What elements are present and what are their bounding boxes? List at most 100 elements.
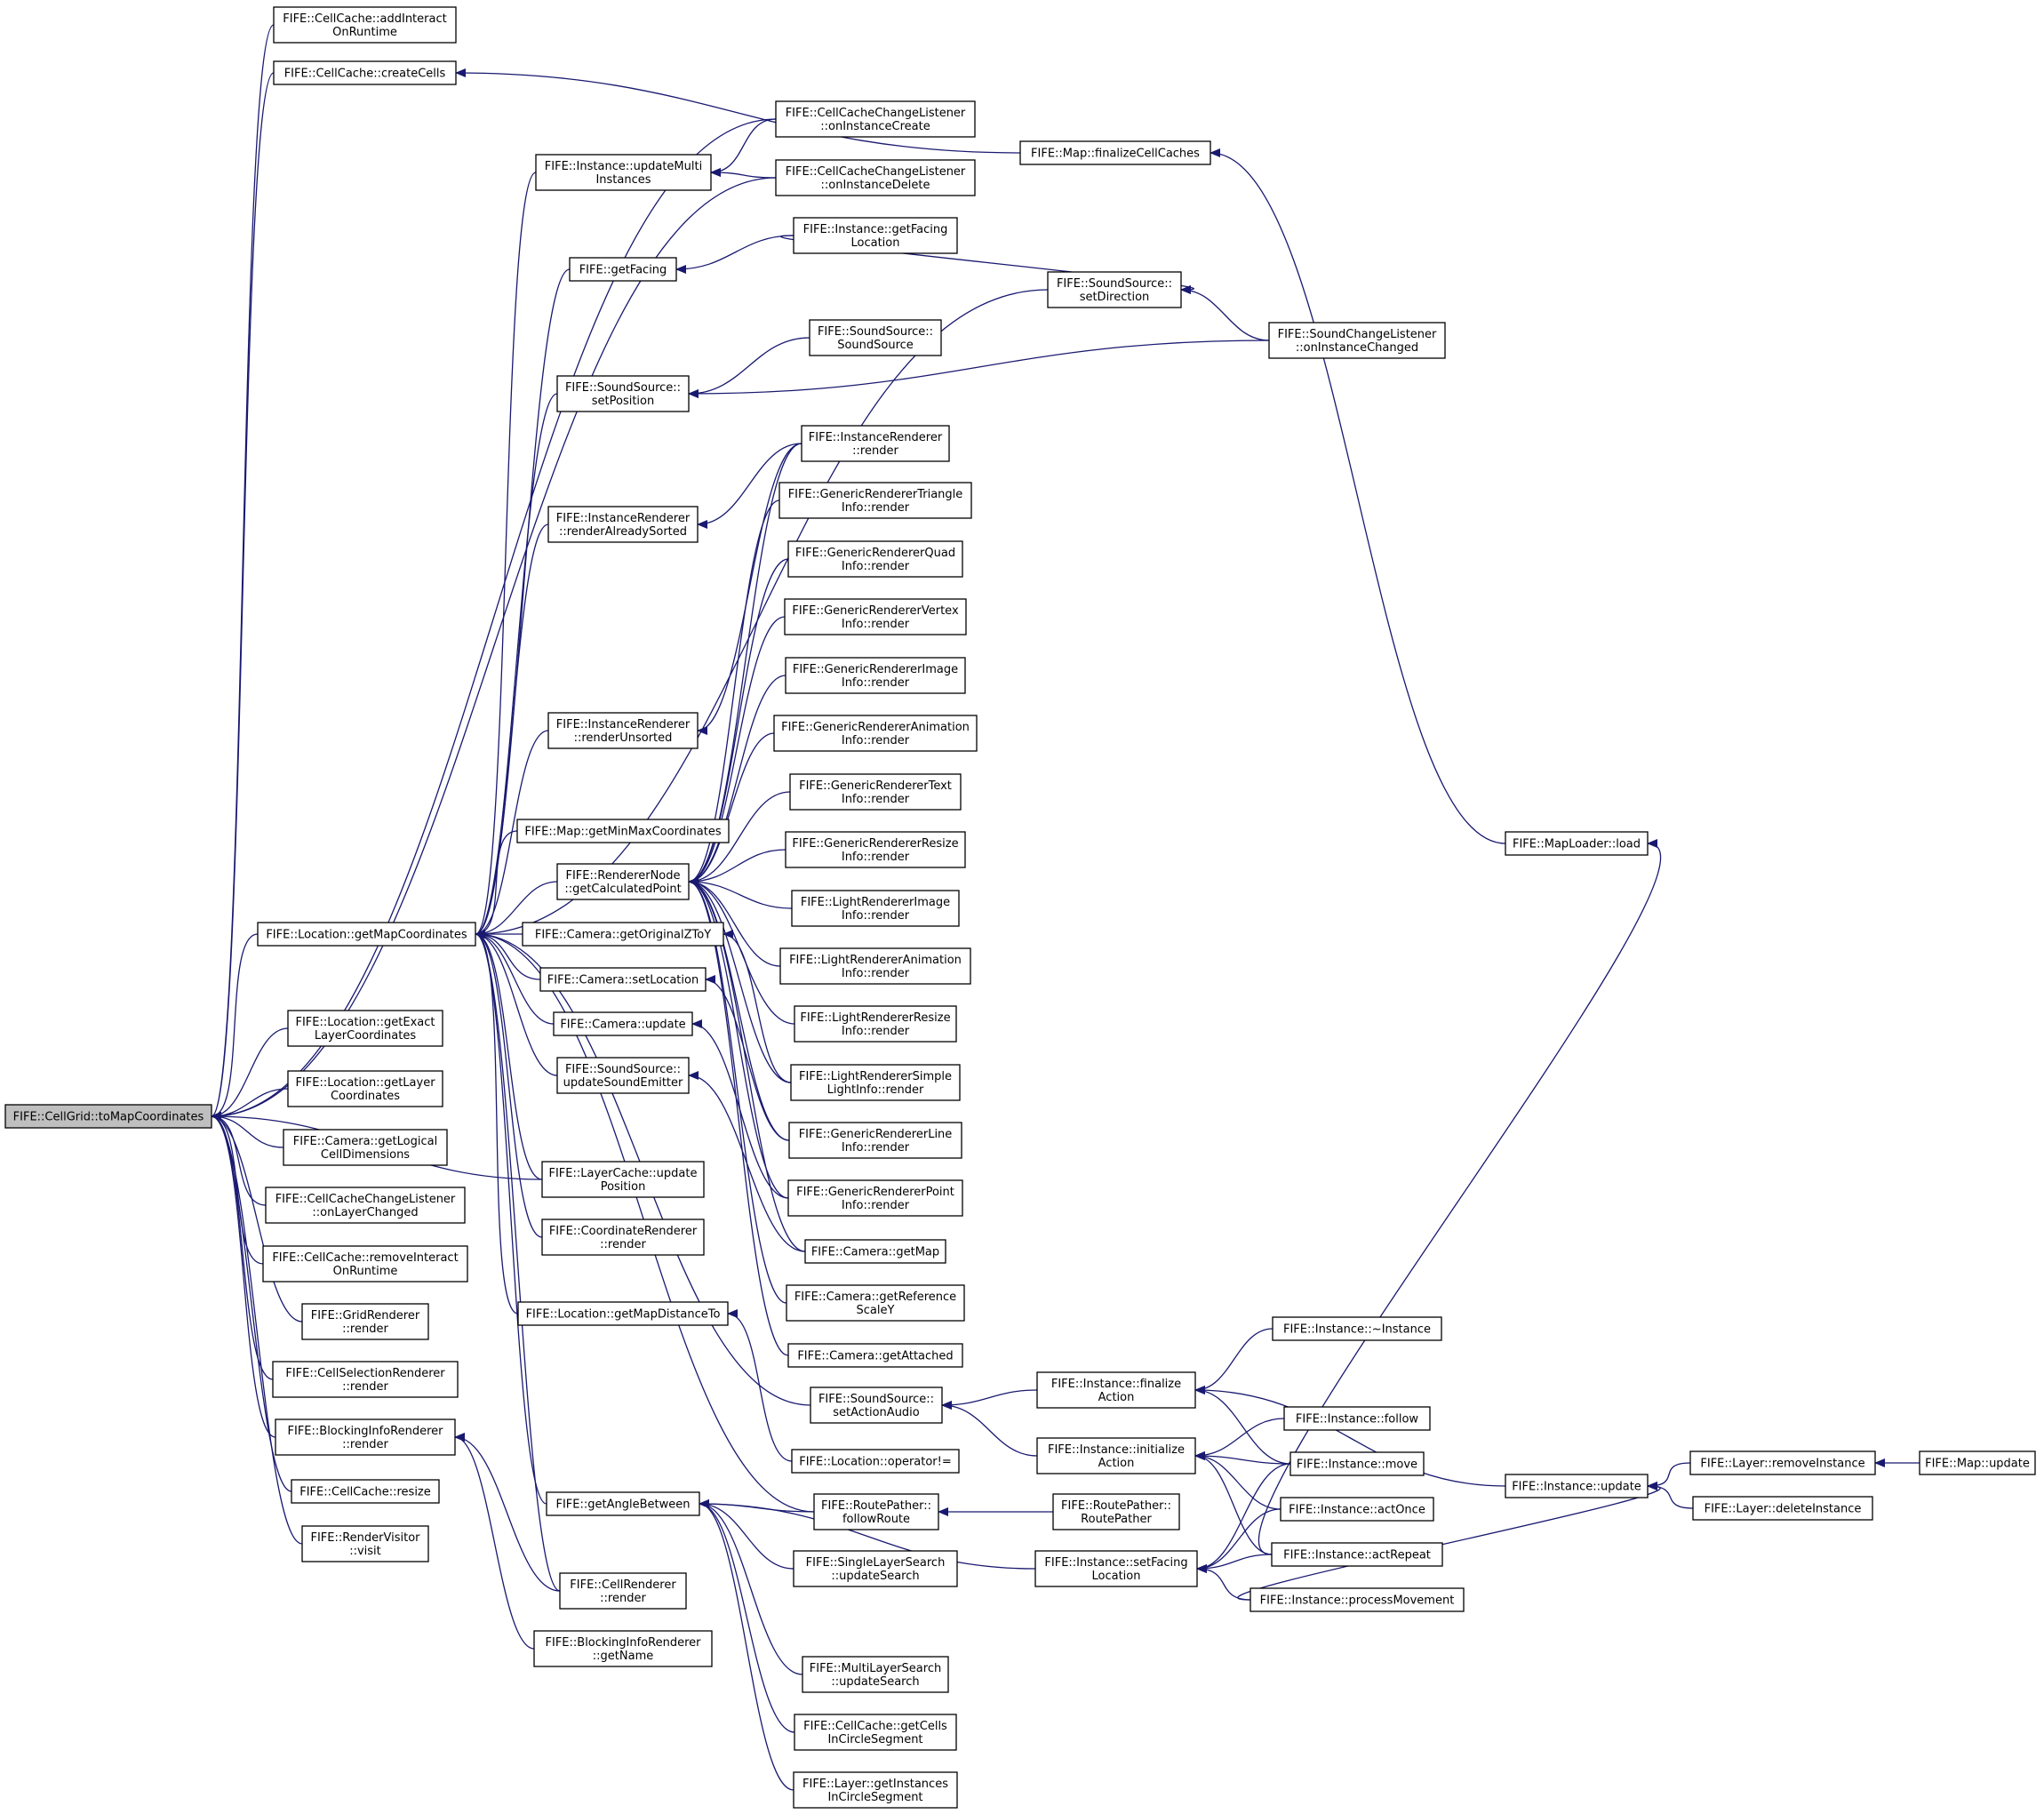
node-ir-already-sorted[interactable]: FIFE::InstanceRenderer::renderAlreadySor… [547, 506, 699, 543]
call-edge [475, 930, 541, 980]
node-box [810, 1386, 943, 1424]
node-mls-update[interactable]: FIFE::MultiLayerSearch::updateSearch [802, 1656, 949, 1693]
node-grid-render[interactable]: FIFE::GridRenderer::render [301, 1303, 429, 1340]
node-label: Info::render [842, 1141, 910, 1155]
node-gr-animation[interactable]: FIFE::GenericRendererAnimationInfo::rend… [773, 715, 978, 752]
node-inst-update[interactable]: FIFE::Instance::update [1505, 1474, 1649, 1498]
edge [1210, 148, 1506, 844]
call-edge [211, 177, 777, 1121]
node-ss-set-direction[interactable]: FIFE::SoundSource::setDirection [1047, 271, 1182, 308]
node-inst-move[interactable]: FIFE::Instance::move [1289, 1451, 1425, 1476]
node-ir-unsorted[interactable]: FIFE::InstanceRenderer::renderUnsorted [547, 712, 699, 749]
node-create-cells[interactable]: FIFE::CellCache::createCells [273, 60, 457, 85]
node-label: FIFE::LightRendererResize [800, 1011, 950, 1025]
node-get-facing[interactable]: FIFE::getFacing [569, 257, 677, 282]
node-get-map-coords[interactable]: FIFE::Location::getMapCoordinates [257, 922, 476, 947]
node-on-inst-create[interactable]: FIFE::CellCacheChangeListener::onInstanc… [775, 100, 976, 138]
node-rp-ctor[interactable]: FIFE::RoutePather::RoutePather [1052, 1493, 1180, 1530]
node-cell-sel-render[interactable]: FIFE::CellSelectionRenderer::render [272, 1361, 459, 1398]
node-ss-update-emitter[interactable]: FIFE::SoundSource::updateSoundEmitter [556, 1057, 690, 1094]
node-ss-set-action-audio[interactable]: FIFE::SoundSource::setActionAudio [810, 1386, 943, 1424]
node-render-visit[interactable]: FIFE::RenderVisitor::visit [301, 1525, 429, 1562]
node-lr-simple[interactable]: FIFE::LightRendererSimpleLightInfo::rend… [790, 1064, 961, 1101]
node-rn-calc-point[interactable]: FIFE::RendererNode::getCalculatedPoint [556, 863, 690, 900]
node-box [1036, 1371, 1196, 1409]
node-box [775, 159, 976, 196]
node-box [1271, 1542, 1443, 1567]
node-get-map-dist[interactable]: FIFE::Location::getMapDistanceTo [517, 1301, 729, 1326]
node-map-update[interactable]: FIFE::Map::update [1919, 1450, 2036, 1475]
node-bir-get-name[interactable]: FIFE::BlockingInfoRenderer::getName [533, 1630, 713, 1667]
node-root[interactable]: FIFE::CellGrid::toMapCoordinates [4, 1104, 212, 1129]
call-edge [941, 1389, 1038, 1410]
node-coord-render[interactable]: FIFE::CoordinateRenderer::render [541, 1219, 705, 1256]
call-edge [688, 340, 1270, 398]
node-on-inst-delete[interactable]: FIFE::CellCacheChangeListener::onInstanc… [775, 159, 976, 196]
node-box [790, 1064, 961, 1101]
node-ss-ctor[interactable]: FIFE::SoundSource::SoundSource [809, 319, 942, 356]
node-cam-get-map[interactable]: FIFE::Camera::getMap [804, 1239, 946, 1264]
node-cell-render[interactable]: FIFE::CellRenderer::render [559, 1572, 687, 1610]
node-inst-proc-move[interactable]: FIFE::Instance::processMovement [1250, 1587, 1465, 1612]
node-sls-update[interactable]: FIFE::SingleLayerSearch::updateSearch [793, 1550, 958, 1587]
node-cam-update[interactable]: FIFE::Camera::update [553, 1011, 693, 1036]
node-gr-triangle[interactable]: FIFE::GenericRendererTriangleInfo::rende… [778, 482, 972, 519]
node-ss-set-position[interactable]: FIFE::SoundSource::setPosition [556, 375, 690, 412]
node-rp-follow-route[interactable]: FIFE::RoutePather::followRoute [813, 1493, 939, 1530]
node-label: ScaleY [857, 1304, 895, 1317]
node-inst-follow[interactable]: FIFE::Instance::follow [1283, 1406, 1431, 1431]
node-box [553, 1011, 693, 1036]
edge [475, 523, 549, 939]
node-box [1505, 1474, 1649, 1498]
node-map-loader-load[interactable]: FIFE::MapLoader::load [1505, 831, 1649, 856]
node-cam-orig-z[interactable]: FIFE::Camera::getOriginalZToY [522, 922, 724, 947]
node-cache-resize[interactable]: FIFE::CellCache::resize [291, 1479, 440, 1504]
node-inst-act-repeat[interactable]: FIFE::Instance::actRepeat [1271, 1542, 1443, 1567]
node-ir-render[interactable]: FIFE::InstanceRenderer::render [801, 425, 950, 462]
call-edge [688, 1071, 806, 1252]
node-cam-set-loc[interactable]: FIFE::Camera::setLocation [539, 967, 707, 992]
node-inst-dtor[interactable]: FIFE::Instance::~Instance [1272, 1316, 1442, 1341]
node-layer-remove-inst[interactable]: FIFE::Layer::removeInstance [1689, 1450, 1876, 1475]
node-map-finalize[interactable]: FIFE::Map::finalizeCellCaches [1019, 140, 1211, 165]
node-map-min-max[interactable]: FIFE::Map::getMinMaxCoordinates [516, 819, 730, 843]
node-get-angle[interactable]: FIFE::getAngleBetween [546, 1491, 700, 1516]
node-label: Info::render [842, 734, 910, 747]
node-loc-not-eq[interactable]: FIFE::Location::operator!= [791, 1449, 960, 1474]
node-label: FIFE::LightRendererSimple [799, 1070, 952, 1083]
node-layer-delete-inst[interactable]: FIFE::Layer::deleteInstance [1692, 1496, 1873, 1521]
call-edge [688, 877, 789, 1199]
node-inst-act-once[interactable]: FIFE::Instance::actOnce [1280, 1497, 1434, 1522]
node-label: ::onInstanceCreate [820, 120, 930, 133]
node-scl-on-inst-changed[interactable]: FIFE::SoundChangeListener::onInstanceCha… [1268, 322, 1446, 359]
node-cam-attached[interactable]: FIFE::Camera::getAttached [787, 1343, 963, 1368]
call-edge [1210, 148, 1506, 844]
node-box [556, 863, 690, 900]
node-blocking-render[interactable]: FIFE::BlockingInfoRenderer::render [275, 1418, 456, 1456]
node-on-layer-changed[interactable]: FIFE::CellCacheChangeListener::onLayerCh… [265, 1187, 466, 1224]
